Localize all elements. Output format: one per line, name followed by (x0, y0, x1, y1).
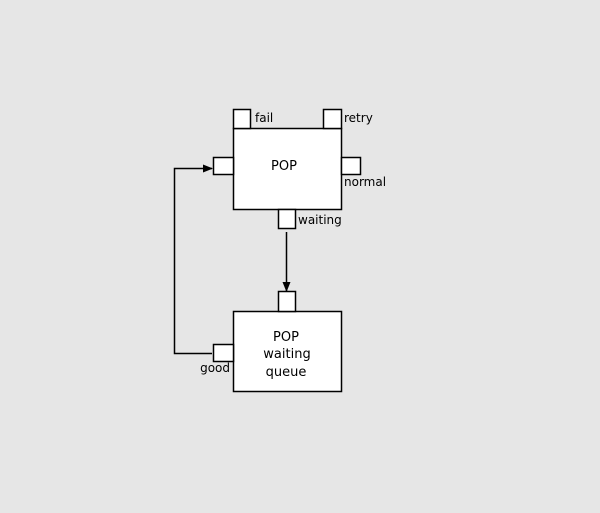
queue-input-port[interactable] (277, 290, 297, 313)
input-port[interactable] (212, 156, 235, 176)
normal-port-label: normal (344, 175, 386, 189)
queue-title-line-2: waiting (263, 347, 310, 362)
pop-node-box[interactable] (232, 127, 343, 211)
waiting-port[interactable] (277, 208, 297, 230)
fail-port-label: fail (255, 111, 273, 125)
pop-node[interactable]: POP fail retry normal waiting (212, 108, 387, 230)
queue-node-box[interactable] (232, 310, 343, 393)
queue-node[interactable]: POP waiting queue good (200, 290, 343, 393)
edge-good-to-pop[interactable] (173, 164, 213, 355)
queue-title-line-3: queue (266, 365, 307, 380)
pop-node-title: POP (271, 159, 297, 174)
queue-title-line-1: POP (273, 330, 299, 345)
fail-port[interactable] (232, 108, 252, 130)
retry-port-label: retry (344, 111, 373, 125)
normal-port[interactable] (340, 156, 362, 176)
good-port-label: good (200, 361, 230, 375)
waiting-port-label: waiting (298, 213, 342, 227)
retry-port[interactable] (322, 108, 343, 130)
good-port[interactable] (212, 343, 235, 363)
